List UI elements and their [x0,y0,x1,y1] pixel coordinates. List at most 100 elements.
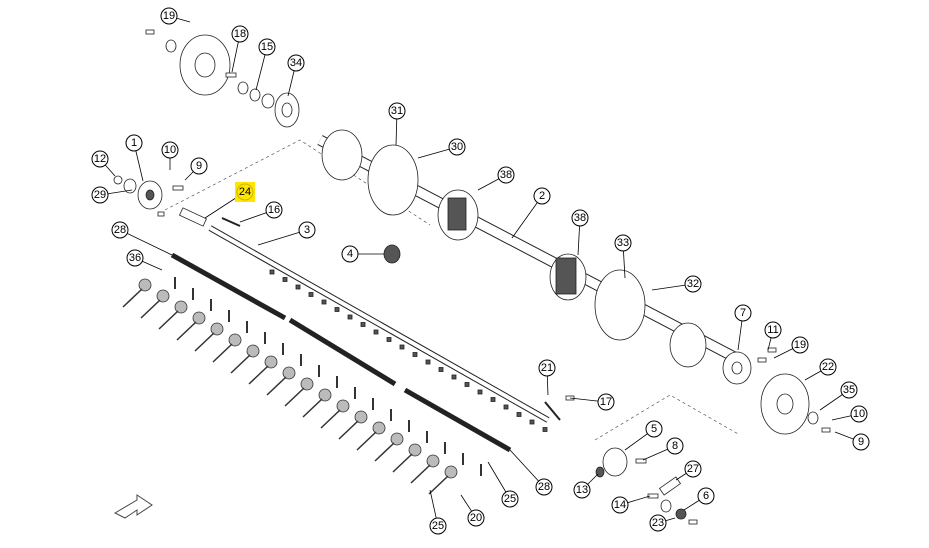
callout-17: 17 [597,393,615,411]
tine-leg [176,321,197,341]
tine-coil [210,322,224,336]
callout-18: 18 [231,25,249,43]
callout-number: 19 [794,339,806,351]
callout-9: 9 [852,433,870,451]
callout-number: 32 [687,278,699,290]
callout-19: 19 [160,7,178,25]
callout-number: 31 [391,105,403,117]
callout-circle [645,420,663,438]
tine-leg [410,464,431,484]
callout-circle [697,487,715,505]
callout-number: 25 [504,493,516,505]
callout-circle [791,336,809,354]
callout-12: 12 [91,150,109,168]
bolt [438,367,444,372]
callout-circle [649,514,667,532]
callout-number: 8 [672,440,678,452]
callout-33: 33 [614,234,632,252]
callout-circle [161,141,179,159]
callout-circle [611,496,629,514]
tine-coil [372,421,386,435]
callout-35: 35 [840,381,858,399]
callout-number: 4 [347,248,353,260]
callout-circle [287,54,305,72]
bolt [373,329,379,335]
tine-leg [248,365,269,385]
callout-number: 22 [822,361,834,373]
bolt [347,314,353,320]
bolt [399,344,405,350]
callout-27: 27 [684,460,702,478]
callout-circle [819,358,837,376]
callout-number: 10 [853,408,865,420]
callout-number: 14 [614,499,626,511]
tine-leg [212,343,233,363]
callout-number: 38 [500,169,512,181]
callout-number: 17 [600,396,612,408]
callout-circle [734,304,752,322]
tine-leg [320,409,341,429]
callout-number: 23 [652,517,664,529]
bolt [386,337,392,342]
callout-22: 22 [819,358,837,376]
bolt [334,307,340,312]
callout-38: 38 [571,209,589,227]
callout-number: 12 [94,153,106,165]
bolt [425,359,431,365]
tine-coil [408,443,422,457]
callout-circle [852,433,870,451]
callout-number: 5 [651,423,657,435]
callout-number: 36 [129,252,141,264]
callout-number: 24 [239,186,251,198]
tine-leg [122,288,143,308]
left-bearing [113,175,184,217]
bolt [451,374,457,380]
tine-coil [282,366,296,380]
bolt [295,284,301,290]
callout-number: 34 [290,57,302,69]
tine-coil [318,388,332,402]
callout-number: 38 [574,212,586,224]
callout-number: 29 [94,189,106,201]
callout-circle [231,25,249,43]
callout-circle [341,245,359,263]
assembly-outline [164,139,741,441]
bolt [360,322,366,327]
callout-circle [190,157,208,175]
callout-number: 7 [740,307,746,319]
tine-leg [158,310,179,330]
callout-25: 25 [429,517,447,535]
callout-circle [573,481,591,499]
tine-coil [156,289,170,303]
tine-leg [428,475,449,495]
callout-21: 21 [538,359,556,377]
callout-19: 19 [791,336,809,354]
callout-circle [111,221,129,239]
callout-circle [538,359,556,377]
callout-34: 34 [287,54,305,72]
bolt [412,352,418,357]
tine-coil [390,432,404,446]
callout-circle [497,166,515,184]
callout-20: 20 [467,509,485,527]
tine-shaft [208,225,550,423]
callout-15: 15 [258,38,276,56]
callout-circle [684,460,702,478]
tine-coil [336,399,350,413]
callout-number: 28 [114,224,126,236]
callout-number: 11 [767,324,778,336]
callout-3: 3 [298,221,316,239]
tine-leg [338,420,359,440]
tine-leg [392,453,413,473]
callout-circle [448,138,466,156]
top-sprocket [145,29,300,128]
callout-number: 13 [576,484,588,496]
tine-coil [246,344,260,358]
tine-leg [302,398,323,418]
tine-leg [230,354,251,374]
callout-11: 11 [764,321,782,339]
bolt [308,292,314,297]
callout-number: 21 [541,362,553,374]
tine-leg [284,387,305,407]
